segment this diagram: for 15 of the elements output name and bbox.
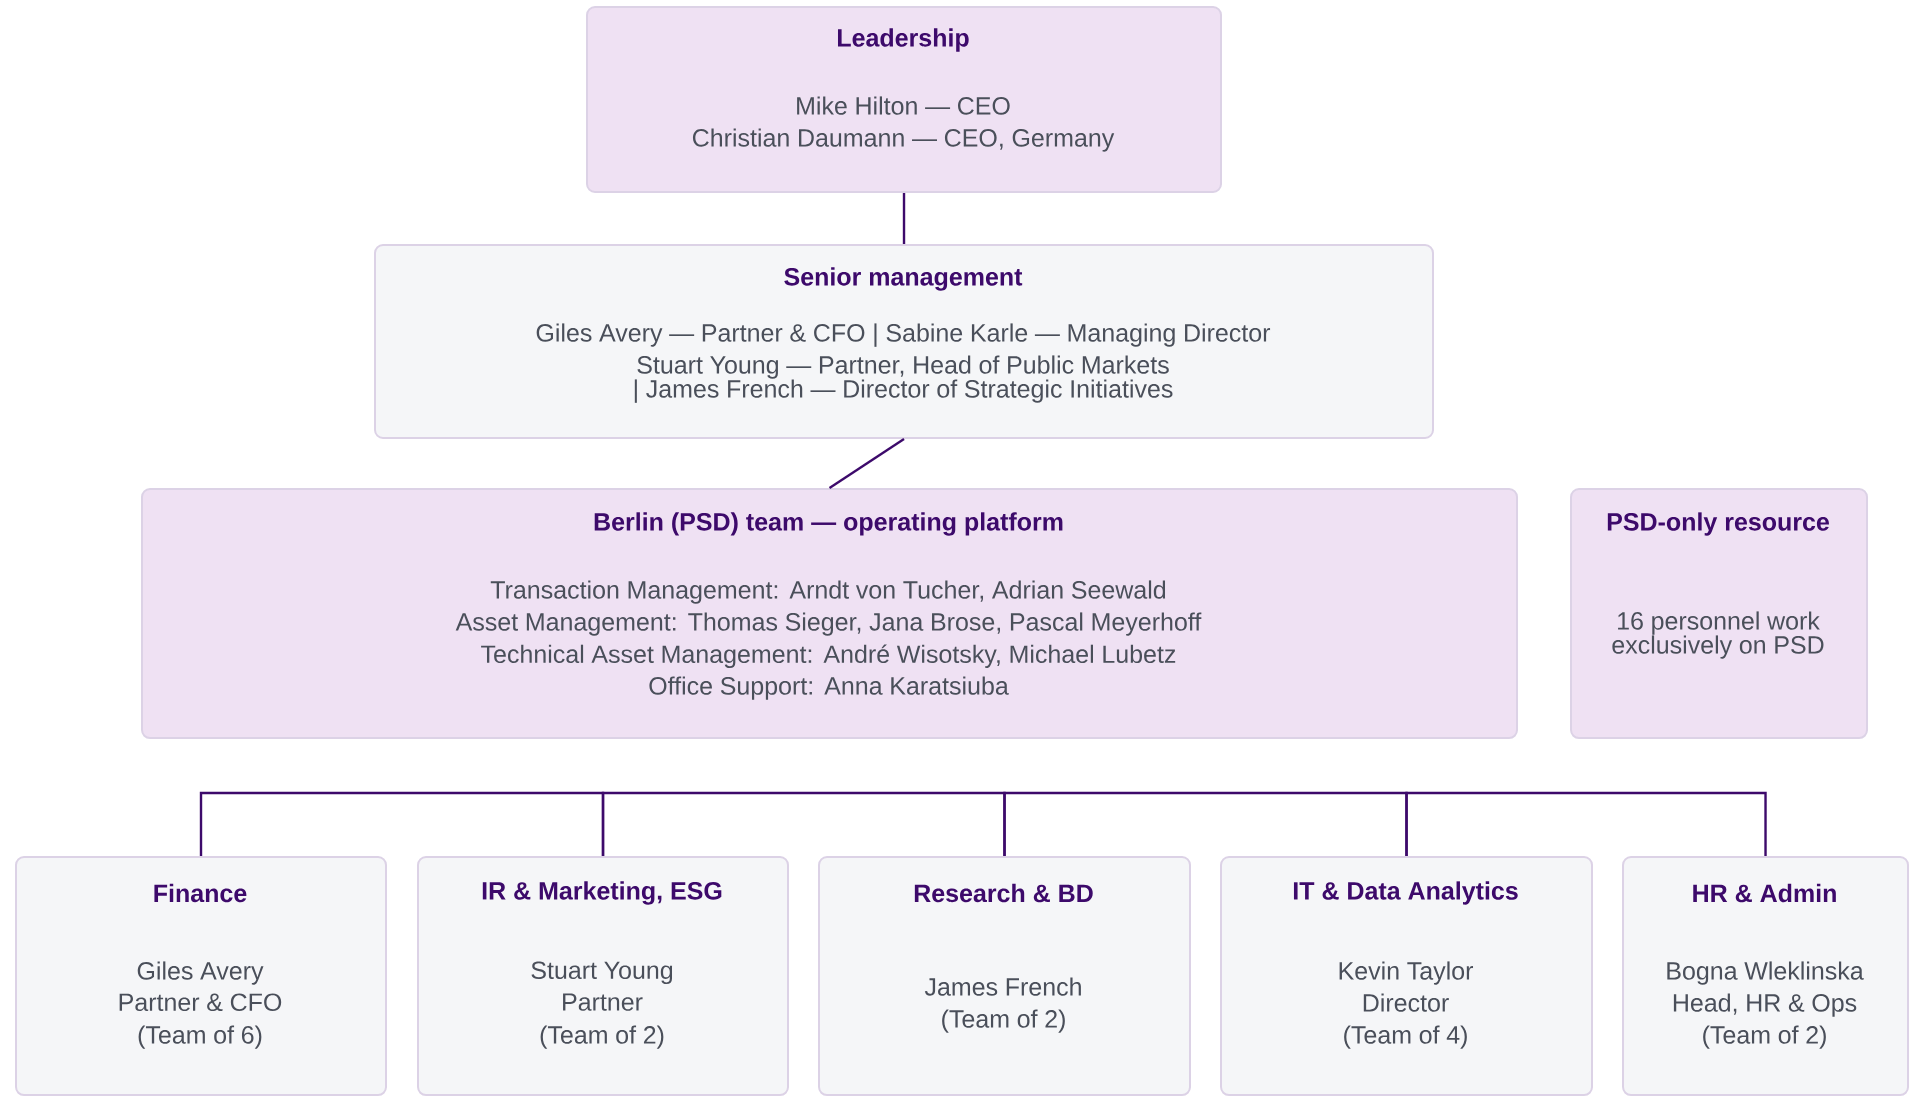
connector-line — [902, 193, 906, 244]
team-box: IR & Marketing, ESG Stuart Young Partner (Team of 2) — [417, 856, 789, 1096]
team-box: Senior management Giles Avery — Partner & CFO | Sabine Karle — Managing Director Stuart Young — Partner, Head of Public Markets | James French — Director of Strategic Initiatives — [374, 244, 1434, 439]
connector-line — [1405, 791, 1767, 856]
connector-line — [1003, 791, 1408, 856]
connector-line — [828, 438, 905, 489]
connector-line — [601, 791, 1006, 856]
team-box: IT & Data Analytics Kevin Taylor Director (Team of 4) — [1220, 856, 1593, 1096]
team-box: Berlin (PSD) team — operating platform Transaction Management: Arndt von Tucher, Adrian Seewald Asset Management: Thomas Sieger, Jana Brose, Pascal Meyerhoff Technical Asset Management: André Wisotsky, Michael Lubetz Office Support: Anna Karatsiuba — [141, 488, 1518, 739]
team-box: HR & Admin Bogna Wleklinska Head, HR & Ops (Team of 2) — [1622, 856, 1910, 1096]
team-box: Leadership Mike Hilton — CEO Christian Daumann — CEO, Germany — [586, 6, 1222, 193]
team-box: Research & BD James French (Team of 2) — [818, 856, 1191, 1096]
team-box: Finance Giles Avery Partner & CFO (Team of 6) — [15, 856, 387, 1096]
team-box: PSD-only resource 16 personnel work exclusively on PSD — [1570, 488, 1868, 739]
connector-line — [199, 791, 605, 856]
